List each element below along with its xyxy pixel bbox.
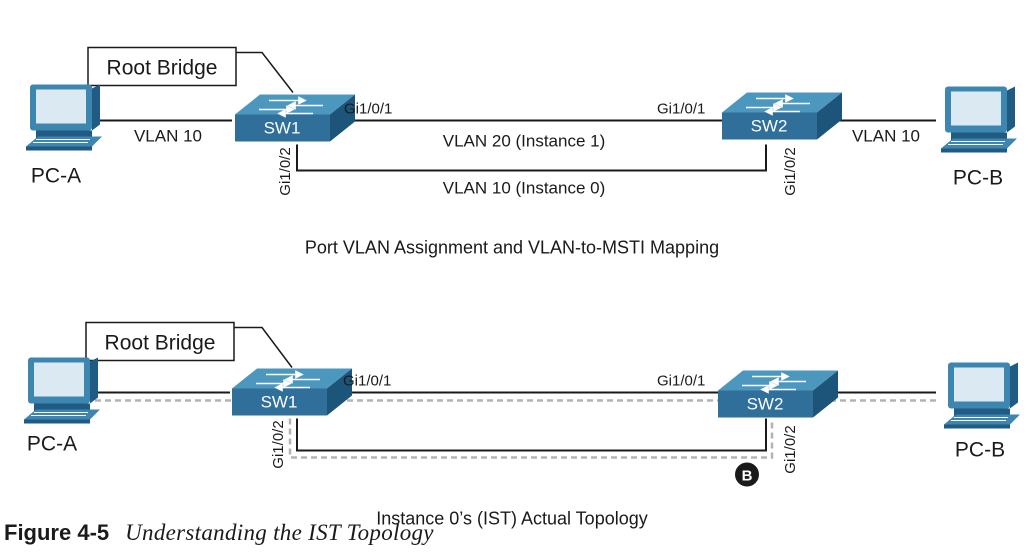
callout-pointer <box>236 51 294 93</box>
pc-a-label: PC-A <box>31 165 81 188</box>
sw2-label: SW2 <box>747 395 784 414</box>
pc-b-icon <box>943 362 1021 429</box>
pc-b-label: PC-B <box>955 439 1005 462</box>
bottom-diagram-caption: Instance 0’s (IST) Actual Topology <box>376 509 648 529</box>
callout-pointer <box>234 326 293 368</box>
sw1-port-gi1-0-1: Gi1/0/1 <box>343 373 391 390</box>
figure-number: Figure 4-5 <box>4 520 110 545</box>
top-diagram-caption: Port VLAN Assignment and VLAN-to-MSTI Ma… <box>305 238 719 258</box>
sw1-port-gi1-0-2: Gi1/0/2 <box>270 420 287 468</box>
sw2-port-gi1-0-2: Gi1/0/2 <box>782 425 799 473</box>
pc-a-icon <box>23 357 101 424</box>
sw2-port-gi1-0-1: Gi1/0/1 <box>657 101 705 118</box>
left-vlan-label: VLAN 10 <box>134 127 202 146</box>
figure-caption: Figure 4-5 Understanding the IST Topology <box>4 520 434 550</box>
root-bridge-label: Root Bridge <box>105 332 216 355</box>
sw2-port-gi1-0-2: Gi1/0/2 <box>782 147 799 195</box>
sw1-sw2-lower-link <box>296 144 767 172</box>
pc-a-icon <box>25 84 103 151</box>
top-diagram: Root Bridge SW1 SW2 PC-A PC-B VLAN 10 VL… <box>25 46 1018 258</box>
root-bridge-callout <box>85 321 235 362</box>
sw1-sw2-lower-link <box>296 418 767 452</box>
upper-link-label: VLAN 20 (Instance 1) <box>443 132 606 151</box>
right-vlan-label: VLAN 10 <box>852 127 920 146</box>
sw1-port-gi1-0-2: Gi1/0/2 <box>277 147 294 195</box>
root-bridge-callout <box>87 46 237 87</box>
blocked-port-badge <box>735 462 759 487</box>
lower-link-label: VLAN 10 (Instance 0) <box>443 179 606 198</box>
ist-topology-path <box>95 399 936 459</box>
sw2-port-gi1-0-1: Gi1/0/1 <box>657 373 705 390</box>
pc-b-icon <box>940 86 1018 153</box>
sw2-label: SW2 <box>751 117 788 136</box>
pc-a-label: PC-A <box>27 433 77 456</box>
sw1-label: SW1 <box>261 393 298 412</box>
sw1-label: SW1 <box>264 119 301 138</box>
root-bridge-label: Root Bridge <box>107 57 218 80</box>
figure-title: Understanding the IST Topology <box>125 520 434 545</box>
blocked-port-letter: B <box>742 468 753 485</box>
sw1-port-gi1-0-1: Gi1/0/1 <box>344 101 392 118</box>
bottom-diagram: Root Bridge SW1 SW2 PC-A PC-B Gi1/0/1 Gi… <box>23 321 1021 529</box>
pc-b-label: PC-B <box>953 167 1003 190</box>
